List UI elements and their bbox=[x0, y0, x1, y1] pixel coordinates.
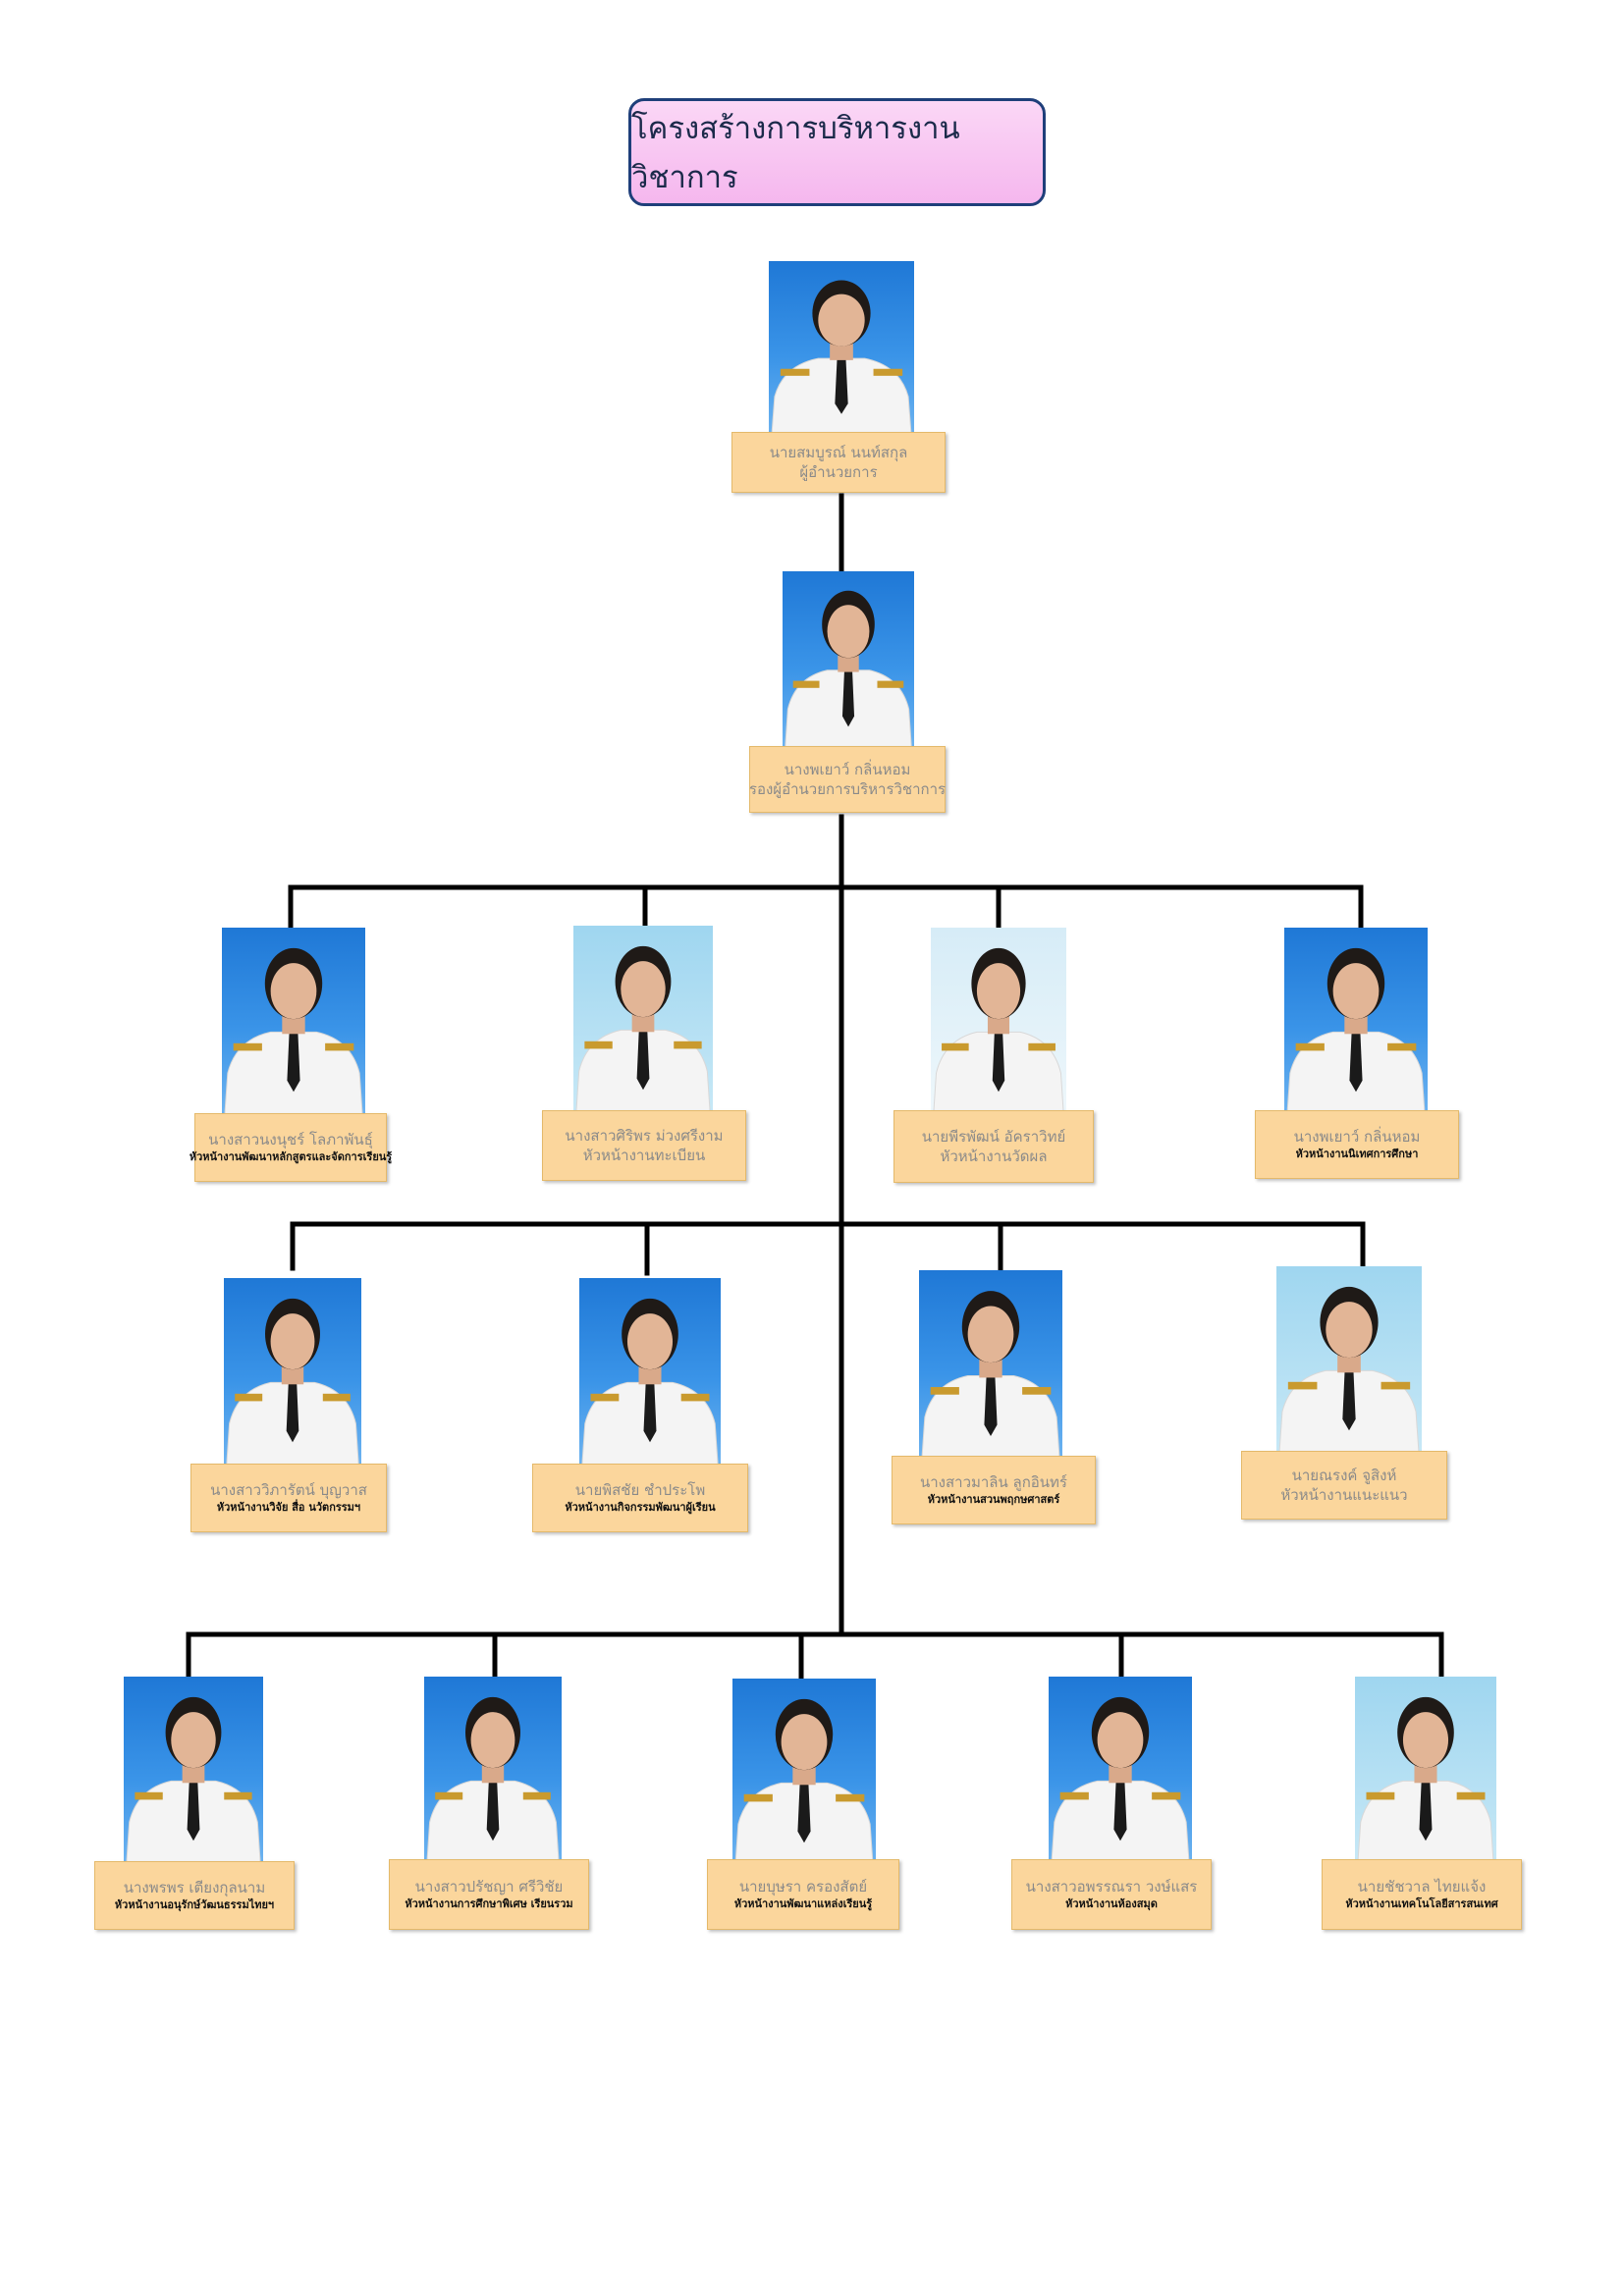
portrait-row3-2 bbox=[424, 1677, 562, 1863]
label-row1-3: นายพีรพัฒน์ อัคราวิทย์ หัวหน้างานวัดผล bbox=[893, 1110, 1094, 1183]
name-row1-2: นางสาวศิริพร ม่วงศรีงาม bbox=[565, 1126, 724, 1145]
person-silhouette-icon bbox=[426, 1696, 560, 1863]
chart-title: โครงสร้างการบริหารงานวิชาการ bbox=[628, 98, 1046, 206]
portrait-deputy bbox=[783, 571, 914, 748]
role-row3-2: หัวหน้างานการศึกษาพิเศษ เรียนรวม bbox=[405, 1896, 573, 1910]
portrait-row1-2 bbox=[573, 926, 713, 1112]
role-row2-4: หัวหน้างานแนะแนว bbox=[1280, 1486, 1408, 1504]
name-deputy: นางพเยาว์ กลิ่นหอม bbox=[784, 760, 911, 778]
role-row2-3: หัวหน้างานสวนพฤกษศาสตร์ bbox=[927, 1492, 1060, 1506]
portrait-row2-2 bbox=[579, 1278, 721, 1465]
portrait-row2-4 bbox=[1276, 1266, 1422, 1453]
person-silhouette-icon bbox=[734, 1698, 874, 1865]
role-row1-4: หัวหน้างานนิเทศการศึกษา bbox=[1295, 1147, 1419, 1160]
person-silhouette-icon bbox=[933, 947, 1064, 1114]
person-silhouette-icon bbox=[126, 1696, 261, 1863]
label-row3-5: นายชัชวาล ไทยแจ้ง หัวหน้างานเทคโนโลยีสาร… bbox=[1322, 1859, 1522, 1930]
portrait-row2-1 bbox=[224, 1278, 361, 1465]
label-row1-2: นางสาวศิริพร ม่วงศรีงาม หัวหน้างานทะเบีย… bbox=[542, 1110, 746, 1181]
label-row3-3: นายบุษรา ครองสัตย์ หัวหน้างานพัฒนาแหล่งเ… bbox=[707, 1859, 899, 1930]
label-row3-1: นางพรพร เตียงกุลนาม หัวหน้างานอนุรักษ์วั… bbox=[94, 1861, 295, 1930]
role-row3-1: หัวหน้างานอนุรักษ์วัฒนธรรมไทยฯ bbox=[114, 1897, 275, 1911]
role-row1-1: หัวหน้างานพัฒนาหลักสูตรและจัดการเรียนรู้ bbox=[189, 1149, 393, 1163]
name-row2-1: นางสาววิภารัตน์ บุญวาส bbox=[210, 1481, 367, 1500]
label-row1-4: นางพเยาว์ กลิ่นหอม หัวหน้างานนิเทศการศึก… bbox=[1255, 1110, 1459, 1179]
name-row1-3: นายพีรพัฒน์ อัคราวิทย์ bbox=[921, 1127, 1066, 1146]
role-row3-3: หัวหน้างานพัฒนาแหล่งเรียนรู้ bbox=[733, 1896, 873, 1910]
name-row2-3: นางสาวมาลิน ลูกอินทร์ bbox=[919, 1473, 1067, 1492]
person-silhouette-icon bbox=[771, 280, 912, 435]
name-row3-1: นางพรพร เตียงกุลนาม bbox=[123, 1879, 266, 1897]
label-row2-4: นายณรงค์ จูสิงห์ หัวหน้างานแนะแนว bbox=[1241, 1451, 1447, 1520]
portrait-row3-4 bbox=[1049, 1677, 1192, 1863]
portrait-row1-3 bbox=[931, 928, 1066, 1114]
person-silhouette-icon bbox=[1357, 1696, 1494, 1863]
person-silhouette-icon bbox=[1278, 1286, 1420, 1453]
role-director: ผู้อำนวยการ bbox=[799, 463, 878, 481]
person-silhouette-icon bbox=[1286, 947, 1426, 1114]
portrait-row3-1 bbox=[124, 1677, 263, 1863]
label-row1-1: นางสาวนงนุชร์ โลภาพันธุ์ หัวหน้างานพัฒนา… bbox=[189, 1113, 392, 1182]
label-director: นายสมบูรณ์ นนท์สกุล ผู้อำนวยการ bbox=[731, 432, 946, 493]
person-silhouette-icon bbox=[921, 1291, 1060, 1459]
role-row1-2: หัวหน้างานทะเบียน bbox=[582, 1147, 706, 1164]
role-row2-1: หัวหน้างานวิจัย สื่อ นวัตกรรมฯ bbox=[216, 1500, 361, 1514]
name-row1-4: นางพเยาว์ กลิ่นหอม bbox=[1293, 1128, 1421, 1147]
person-silhouette-icon bbox=[224, 947, 363, 1114]
role-row2-2: หัวหน้างานกิจกรรมพัฒนาผู้เรียน bbox=[565, 1500, 716, 1514]
name-row1-1: นางสาวนงนุชร์ โลภาพันธุ์ bbox=[208, 1131, 373, 1149]
name-row3-5: นายชัชวาล ไทยแจ้ง bbox=[1357, 1878, 1487, 1896]
name-row3-2: นางสาวปรัชญา ศรีวิชัย bbox=[414, 1878, 564, 1896]
label-row3-2: นางสาวปรัชญา ศรีวิชัย หัวหน้างานการศึกษา… bbox=[389, 1859, 589, 1930]
label-row2-3: นางสาวมาลิน ลูกอินทร์ หัวหน้างานสวนพฤกษศ… bbox=[892, 1456, 1096, 1524]
portrait-row3-3 bbox=[732, 1679, 876, 1865]
role-deputy: รองผู้อำนวยการบริหารวิชาการ bbox=[748, 780, 947, 798]
person-silhouette-icon bbox=[581, 1298, 719, 1465]
role-row1-3: หัวหน้างานวัดผล bbox=[940, 1148, 1048, 1165]
name-row3-4: นางสาวอพรรณรา วงษ์แสร bbox=[1025, 1878, 1198, 1896]
person-silhouette-icon bbox=[226, 1298, 359, 1465]
name-row2-2: นายพิสชัย ชำประโพ bbox=[574, 1481, 706, 1500]
person-silhouette-icon bbox=[1051, 1696, 1190, 1863]
name-row2-4: นายณรงค์ จูสิงห์ bbox=[1291, 1466, 1397, 1484]
label-row2-1: นางสาววิภารัตน์ บุญวาส หัวหน้างานวิจัย ส… bbox=[190, 1464, 387, 1532]
label-row2-2: นายพิสชัย ชำประโพ หัวหน้างานกิจกรรมพัฒนา… bbox=[532, 1464, 748, 1532]
label-row3-4: นางสาวอพรรณรา วงษ์แสร หัวหน้างานห้องสมุด bbox=[1011, 1859, 1212, 1930]
name-row3-3: นายบุษรา ครองสัตย์ bbox=[738, 1878, 868, 1896]
person-silhouette-icon bbox=[785, 590, 912, 748]
role-row3-4: หัวหน้างานห้องสมุด bbox=[1065, 1896, 1158, 1910]
portrait-row3-5 bbox=[1355, 1677, 1496, 1863]
label-deputy: นางพเยาว์ กลิ่นหอม รองผู้อำนวยการบริหารว… bbox=[749, 746, 946, 813]
name-director: นายสมบูรณ์ นนท์สกุล bbox=[769, 443, 908, 461]
portrait-row1-1 bbox=[222, 928, 365, 1114]
role-row3-5: หัวหน้างานเทคโนโลยีสารสนเทศ bbox=[1345, 1896, 1498, 1910]
portrait-row1-4 bbox=[1284, 928, 1428, 1114]
portrait-row2-3 bbox=[919, 1270, 1062, 1459]
portrait-director bbox=[769, 261, 914, 435]
person-silhouette-icon bbox=[575, 945, 711, 1112]
